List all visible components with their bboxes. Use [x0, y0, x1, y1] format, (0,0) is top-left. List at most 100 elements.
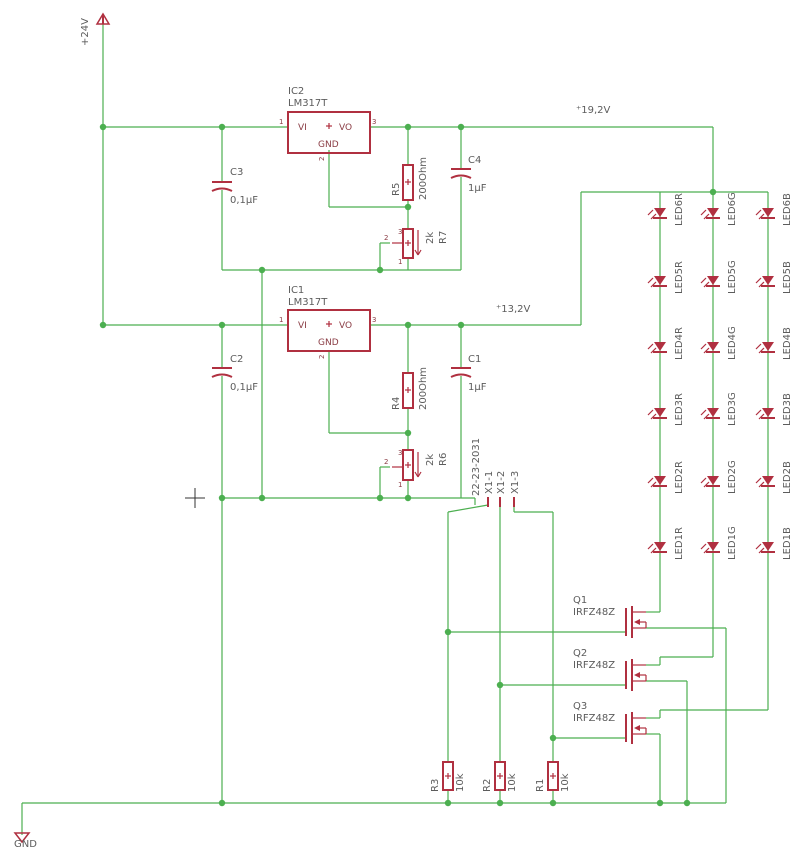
- led-label-green-2: LED5G: [727, 260, 738, 294]
- net-label-19v2: ⁺19,2V: [576, 105, 611, 116]
- r2-value: 10k: [507, 773, 518, 792]
- led-label-green-1: LED6G: [727, 192, 738, 226]
- c2-name: C2: [230, 354, 243, 365]
- c3-value: 0,1µF: [230, 195, 258, 206]
- junction-dots: [99, 123, 717, 807]
- c4-value: 1µF: [468, 183, 487, 194]
- q1-value: IRFZ48Z: [573, 607, 615, 618]
- trimmer-r6: 2 3 1: [384, 449, 422, 489]
- mosfet-q3: [625, 712, 647, 744]
- connector-x1: [487, 497, 515, 507]
- led-red-2: [647, 276, 667, 288]
- ic2-regulator: VI VO GND 1 3 2: [279, 111, 376, 161]
- svg-text:VI: VI: [298, 321, 307, 331]
- led-blue-3: [755, 342, 775, 354]
- resistor-r1: [547, 761, 559, 791]
- ic2-value: LM317T: [288, 98, 328, 109]
- x1-part: 22-23-2031: [471, 438, 482, 496]
- led-label-green-5: LED2G: [727, 460, 738, 494]
- led-red-4: [647, 408, 667, 420]
- vplus-symbol: [95, 12, 111, 25]
- led-label-green-6: LED1G: [727, 526, 738, 560]
- svg-text:1: 1: [279, 316, 283, 324]
- led-label-red-4: LED3R: [674, 393, 685, 426]
- resistor-r3: [442, 761, 454, 791]
- led-blue-6: [755, 542, 775, 554]
- svg-text:3: 3: [372, 118, 376, 126]
- r7-value: 2k: [425, 232, 436, 244]
- led-label-blue-2: LED5B: [782, 261, 793, 294]
- led-label-red-1: LED6R: [674, 193, 685, 226]
- mosfet-q1: [625, 606, 647, 638]
- svg-text:1: 1: [398, 258, 402, 266]
- c1-value: 1µF: [468, 382, 487, 393]
- x1-pin-2: X1-2: [496, 471, 507, 494]
- led-label-red-3: LED4R: [674, 327, 685, 360]
- led-label-blue-3: LED4B: [782, 327, 793, 360]
- svg-text:GND: GND: [318, 140, 339, 150]
- x1-pin-3: X1-3: [510, 471, 521, 494]
- capacitor-c3: [211, 181, 233, 192]
- led-label-blue-6: LED1B: [782, 527, 793, 560]
- svg-text:2: 2: [384, 234, 388, 242]
- resistor-r2: [494, 761, 506, 791]
- r5-value: 200Ohm: [418, 157, 429, 200]
- led-red-1: [647, 208, 667, 220]
- led-red-3: [647, 342, 667, 354]
- r4-value: 200Ohm: [418, 367, 429, 410]
- x1-pin-1: X1-1: [484, 471, 495, 494]
- ic1-value: LM317T: [288, 297, 328, 308]
- trimmer-r7: 2 3 1: [384, 228, 422, 266]
- r4-name: R4: [391, 397, 402, 410]
- svg-text:VO: VO: [339, 123, 352, 133]
- r6-name: R6: [438, 453, 449, 466]
- led-label-green-4: LED3G: [727, 392, 738, 426]
- led-matrix: LED6R LED5R LED4R LED3R LED2R LED1R LED6G LED5G…: [647, 192, 793, 560]
- svg-text:1: 1: [398, 481, 402, 489]
- q2-name: Q2: [573, 648, 587, 659]
- led-green-5: [700, 476, 720, 488]
- capacitor-c2: [211, 367, 233, 378]
- capacitor-c1: [450, 367, 472, 378]
- q1-name: Q1: [573, 595, 587, 606]
- svg-text:VO: VO: [339, 321, 352, 331]
- r5-name: R5: [391, 183, 402, 196]
- led-green-2: [700, 276, 720, 288]
- r1-value: 10k: [560, 773, 571, 792]
- led-red-6: [647, 542, 667, 554]
- r1-name: R1: [535, 779, 546, 792]
- svg-text:2: 2: [318, 355, 326, 359]
- q3-name: Q3: [573, 701, 587, 712]
- led-green-3: [700, 342, 720, 354]
- led-label-red-6: LED1R: [674, 527, 685, 560]
- resistor-r5: [402, 164, 414, 201]
- ic1-name: IC1: [288, 285, 304, 296]
- c3-name: C3: [230, 167, 243, 178]
- r6-value: 2k: [425, 454, 436, 466]
- svg-text:3: 3: [398, 228, 402, 236]
- led-label-blue-1: LED6B: [782, 193, 793, 226]
- r3-value: 10k: [455, 773, 466, 792]
- led-green-4: [700, 408, 720, 420]
- led-label-green-3: LED4G: [727, 326, 738, 360]
- mosfet-q2: [625, 659, 647, 691]
- svg-text:1: 1: [279, 118, 283, 126]
- led-green-6: [700, 542, 720, 554]
- wires: [21, 22, 769, 835]
- capacitor-c4: [450, 168, 472, 179]
- r3-name: R3: [430, 779, 441, 792]
- svg-text:GND: GND: [318, 338, 339, 348]
- svg-text:2: 2: [318, 157, 326, 161]
- r2-name: R2: [482, 779, 493, 792]
- svg-text:3: 3: [398, 449, 402, 457]
- led-green-1: [700, 208, 720, 220]
- svg-text:VI: VI: [298, 123, 307, 133]
- led-label-red-5: LED2R: [674, 461, 685, 494]
- led-label-red-2: LED5R: [674, 261, 685, 294]
- net-label-13v2: ⁺13,2V: [496, 304, 531, 315]
- led-label-blue-4: LED3B: [782, 393, 793, 426]
- r7-name: R7: [438, 231, 449, 244]
- led-label-blue-5: LED2B: [782, 461, 793, 494]
- gnd-label: GND: [14, 839, 37, 850]
- led-red-5: [647, 476, 667, 488]
